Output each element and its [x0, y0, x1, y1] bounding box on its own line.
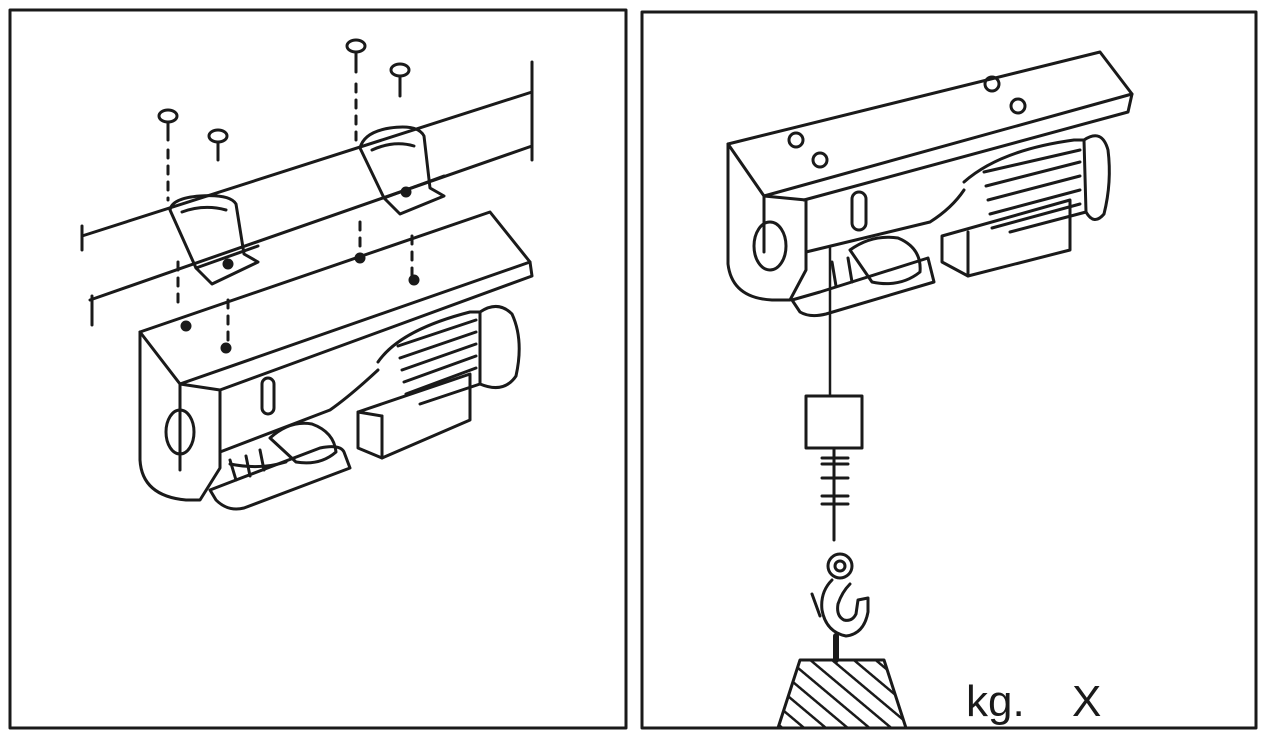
beam-icon — [80, 60, 534, 327]
chain-link — [820, 446, 850, 542]
weight-icon — [776, 658, 908, 730]
hook-icon — [810, 552, 870, 663]
left-panel-frame — [8, 8, 628, 730]
bolt-icon — [157, 108, 180, 312]
load-unit-label: kg. — [966, 677, 1025, 726]
load-multiplier-label: X — [1072, 677, 1101, 726]
hoist-icon — [138, 210, 534, 511]
bolt-icon — [207, 128, 230, 347]
right-panel-load-test — [726, 50, 1134, 730]
left-panel-mounting — [80, 38, 534, 511]
bolt-icon — [345, 38, 367, 260]
bolt-icon — [389, 62, 414, 280]
pulley-block — [804, 394, 864, 450]
clamp-left — [168, 194, 260, 286]
clamp-right — [358, 125, 446, 216]
hoist-icon — [726, 50, 1134, 318]
right-panel-frame — [640, 10, 1258, 730]
